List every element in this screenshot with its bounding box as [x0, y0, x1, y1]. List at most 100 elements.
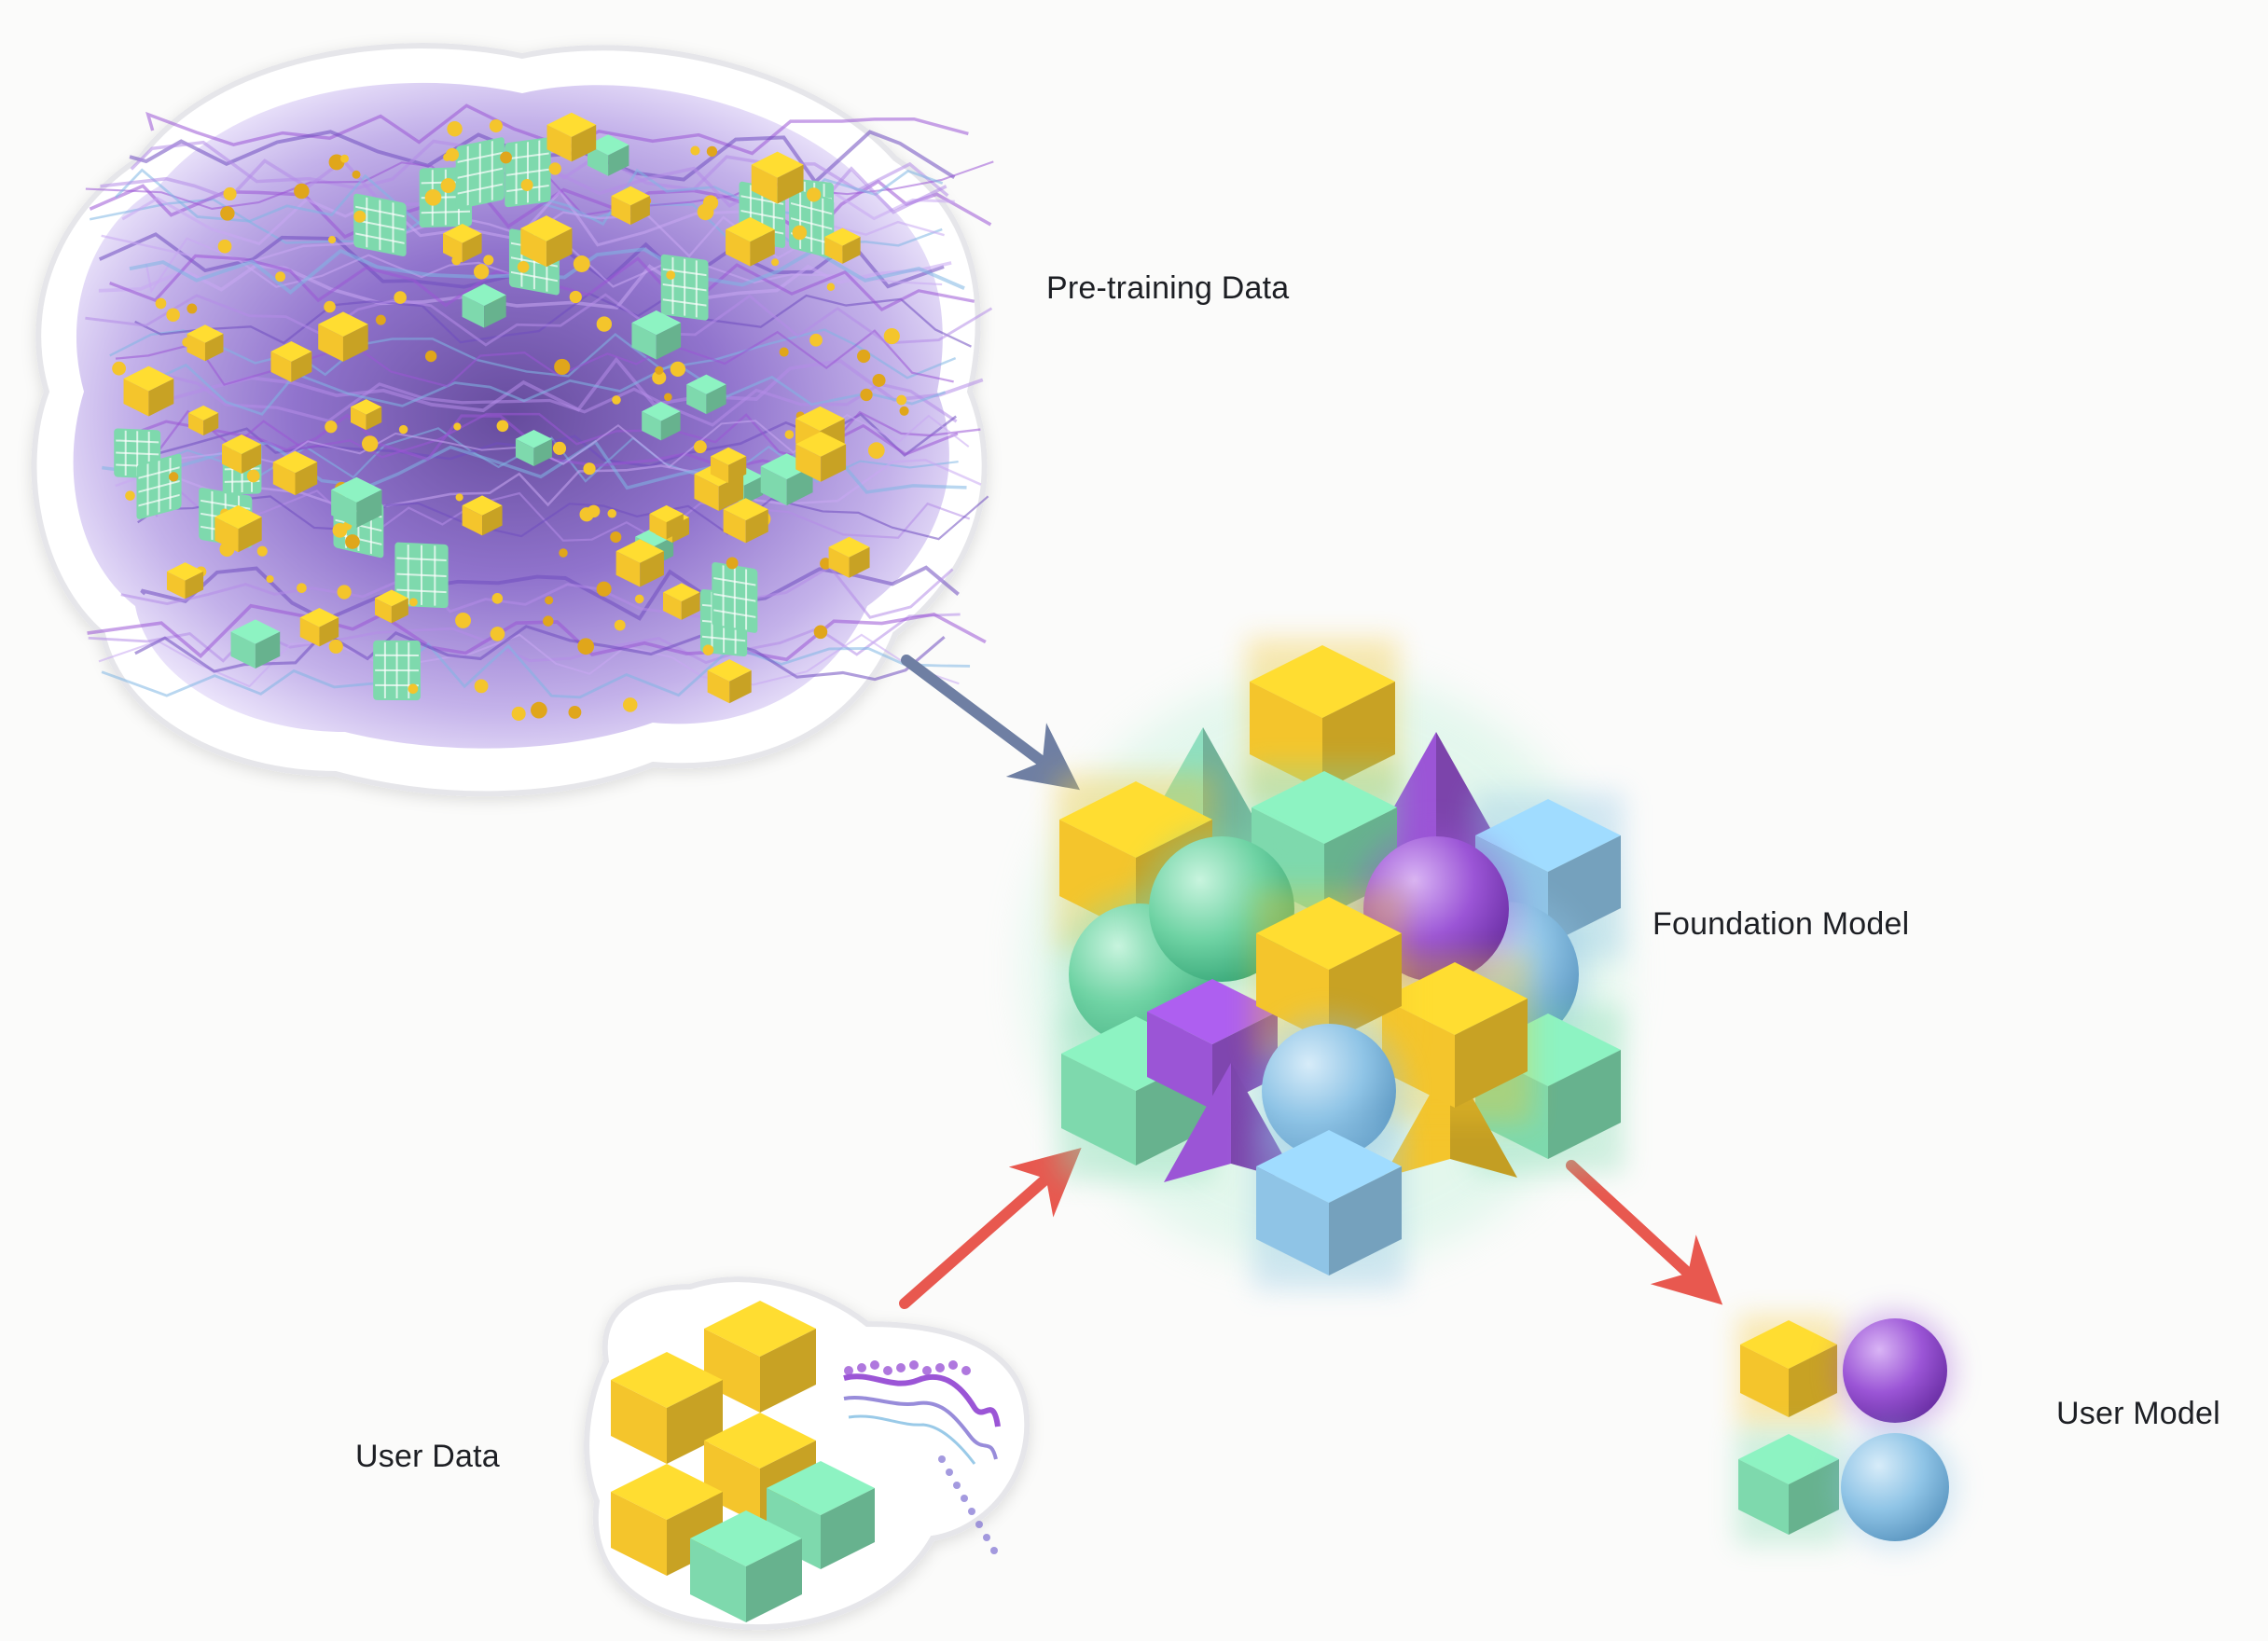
data-dot-shape [779, 347, 789, 357]
data-dot-shape [990, 1547, 998, 1554]
data-dot-shape [857, 1363, 866, 1372]
cube-shape [723, 498, 768, 544]
data-dot-shape [622, 697, 638, 712]
cube-shape [828, 536, 870, 578]
data-dot-shape [666, 270, 676, 280]
data-dot-shape [473, 264, 490, 280]
grid-panel-shape [136, 453, 182, 519]
data-dot-shape [483, 255, 494, 266]
data-dot-shape [408, 598, 418, 607]
data-dot-shape [440, 177, 456, 194]
data-dot-shape [325, 421, 338, 434]
user-data-label: User Data [355, 1439, 500, 1474]
data-dot-shape [554, 358, 571, 376]
arrow-userdata-to-foundation [899, 1147, 1082, 1309]
arrow-pretrain-to-foundation [901, 655, 1081, 791]
data-dot-shape [496, 420, 509, 433]
data-dot-shape [155, 297, 167, 310]
data-dot-shape [771, 258, 780, 267]
data-dot-shape [511, 706, 526, 721]
data-dot-shape [655, 365, 664, 375]
user-model-label: User Model [2056, 1396, 2220, 1431]
data-dot-shape [948, 1360, 958, 1370]
cube-shape [1736, 1428, 1842, 1545]
cube-shape [318, 311, 368, 362]
data-dot-shape [447, 121, 463, 137]
grid-panel-shape [712, 561, 758, 633]
cube-shape [443, 223, 482, 263]
grid-panel-shape [505, 137, 551, 208]
user-model-cluster [1736, 1310, 1957, 1550]
data-dot-shape [693, 440, 707, 454]
data-dot-shape [596, 316, 613, 332]
data-dot-shape [517, 260, 530, 273]
data-dot-shape [375, 314, 386, 325]
cube-shape [611, 186, 650, 226]
data-dot-shape [883, 327, 900, 345]
data-dot-shape [870, 1360, 879, 1370]
cube-shape [1737, 1315, 1840, 1427]
data-dot-shape [922, 1366, 932, 1375]
data-dot-shape [168, 472, 179, 482]
data-dot-shape [938, 1455, 946, 1463]
data-dot-shape [559, 548, 568, 558]
data-dot-shape [726, 557, 739, 570]
cube-shape [546, 112, 597, 162]
data-dot-shape [573, 255, 590, 272]
data-dot-shape [577, 638, 595, 655]
cube-shape [710, 447, 747, 484]
data-dot-shape [702, 644, 714, 655]
data-dot-shape [340, 154, 349, 163]
cube-shape [686, 374, 726, 415]
cube-shape [795, 431, 847, 482]
cube-shape [350, 399, 382, 431]
data-dot-shape [610, 531, 622, 544]
data-dot-shape [187, 303, 198, 314]
data-dot-shape [896, 394, 907, 406]
data-dot-shape [443, 153, 451, 161]
data-dot-shape [297, 583, 307, 593]
data-dot-shape [813, 625, 828, 640]
data-dot-shape [352, 170, 361, 179]
cube-shape [611, 1464, 723, 1576]
data-dot-shape [872, 373, 886, 387]
cube-shape [214, 504, 262, 553]
data-dot-shape [867, 442, 885, 460]
cube-shape [270, 341, 312, 382]
cube-shape [631, 310, 682, 360]
cube-shape [824, 228, 861, 264]
sphere-shape [1834, 1310, 1956, 1431]
data-dot-shape [826, 283, 836, 291]
data-dot-shape [552, 441, 567, 455]
data-dot-shape [531, 701, 547, 719]
data-dot-shape [398, 424, 408, 434]
data-dot-shape [953, 1482, 961, 1489]
data-dot-shape [500, 151, 512, 164]
cube-shape [690, 1510, 802, 1622]
cube-shape [587, 134, 629, 176]
grid-panel-shape [455, 137, 505, 210]
data-dot-shape [327, 236, 337, 244]
data-dot-shape [125, 490, 135, 501]
cube-shape [642, 401, 681, 441]
cube-shape [462, 283, 506, 328]
cube-shape [187, 324, 224, 362]
data-dot-shape [220, 206, 235, 221]
cube-shape [707, 659, 752, 704]
cube-shape [515, 430, 552, 466]
data-dot-shape [860, 388, 873, 402]
cube-shape [1252, 889, 1405, 1057]
cube-shape [166, 562, 204, 600]
data-dot-shape [394, 291, 407, 304]
data-dot-shape [820, 558, 832, 570]
cube-shape [272, 450, 318, 496]
data-dot-shape [543, 615, 554, 627]
data-dot-shape [166, 308, 180, 323]
cube-shape [188, 405, 219, 436]
data-dot-shape [975, 1521, 983, 1528]
data-dot-shape [217, 239, 232, 254]
grid-panel-shape [660, 254, 709, 321]
cube-shape [751, 151, 804, 204]
data-dot-shape [909, 1360, 919, 1370]
